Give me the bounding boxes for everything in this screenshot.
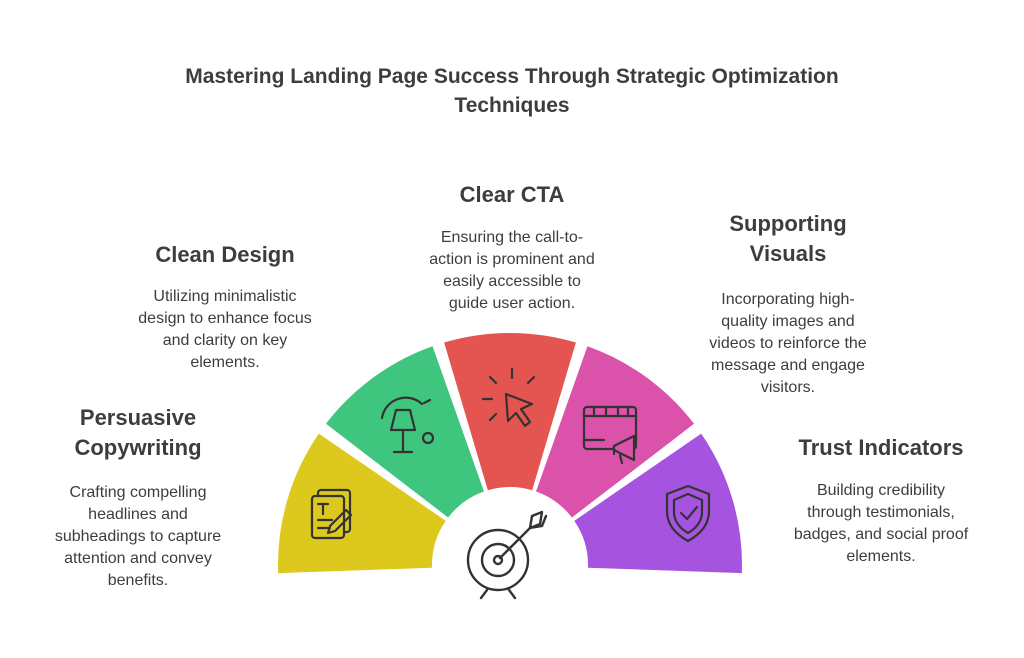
document-edit-icon <box>310 488 353 540</box>
desc-line: quality images and <box>721 313 855 330</box>
clear-cta-description: Ensuring the call-to- action is prominen… <box>392 227 632 315</box>
fan-segment-2 <box>325 346 484 518</box>
desc-line: Incorporating high- <box>721 291 855 308</box>
desc-line: benefits. <box>107 572 169 589</box>
desc-line: visitors. <box>760 379 816 396</box>
supporting-visuals-heading: Supporting Visuals <box>678 209 898 269</box>
desc-line: headlines and <box>88 506 188 523</box>
video-megaphone-icon <box>582 405 638 465</box>
desc-line: action is prominent and <box>429 251 595 268</box>
clear-cta-heading: Clear CTA <box>402 180 622 210</box>
clean-design-heading: Clean Design <box>115 240 335 270</box>
fan-segment-5 <box>574 433 742 574</box>
desc-line: Ensuring the call-to- <box>440 229 584 246</box>
desc-line: elements. <box>190 354 260 371</box>
trust-indicators-description: Building credibility through testimonial… <box>761 480 1001 568</box>
lamp-icon <box>380 396 435 454</box>
desc-line: elements. <box>846 548 916 565</box>
desc-line: easily accessible to <box>443 273 581 290</box>
trust-heading-line-1: Trust Indicators <box>798 435 964 460</box>
desc-line: badges, and social proof <box>793 526 969 543</box>
trust-indicators-heading: Trust Indicators <box>766 433 996 463</box>
desc-line: attention and convey <box>64 550 212 567</box>
desc-line: videos to reinforce the <box>709 335 867 352</box>
desc-line: design to enhance focus <box>138 310 312 327</box>
supporting-heading-line-2: Visuals <box>749 241 827 266</box>
supporting-visuals-description: Incorporating high- quality images and v… <box>668 289 908 399</box>
desc-line: message and engage <box>711 357 865 374</box>
desc-line: and clarity on key <box>162 332 288 349</box>
persuasive-heading-line-1: Persuasive <box>79 405 197 430</box>
clean-design-heading-line-1: Clean Design <box>155 242 295 267</box>
persuasive-copywriting-description: Crafting compelling headlines and subhea… <box>28 482 248 592</box>
title-line-2: Techniques <box>454 94 570 117</box>
desc-line: Utilizing minimalistic <box>153 288 297 305</box>
cursor-click-icon <box>481 367 536 428</box>
desc-line: guide user action. <box>448 295 576 312</box>
fan-segment-3 <box>444 333 576 491</box>
title-line-1: Mastering Landing Page Success Through S… <box>185 65 839 88</box>
persuasive-copywriting-heading: Persuasive Copywriting <box>38 403 238 463</box>
desc-line: Crafting compelling <box>69 484 207 501</box>
desc-line: through testimonials, <box>807 504 955 521</box>
shield-check-icon <box>665 484 711 543</box>
segments-layer <box>277 333 742 574</box>
desc-line: subheadings to capture <box>54 528 222 545</box>
desc-line: Building credibility <box>816 482 946 499</box>
supporting-heading-line-1: Supporting <box>729 211 847 236</box>
clear-cta-heading-line-1: Clear CTA <box>459 182 565 207</box>
target-arrow-icon <box>466 510 548 600</box>
page-title: Mastering Landing Page Success Through S… <box>112 62 912 120</box>
clean-design-description: Utilizing minimalistic design to enhance… <box>105 286 345 374</box>
fan-segment-4 <box>536 346 695 518</box>
persuasive-heading-line-2: Copywriting <box>74 435 202 460</box>
